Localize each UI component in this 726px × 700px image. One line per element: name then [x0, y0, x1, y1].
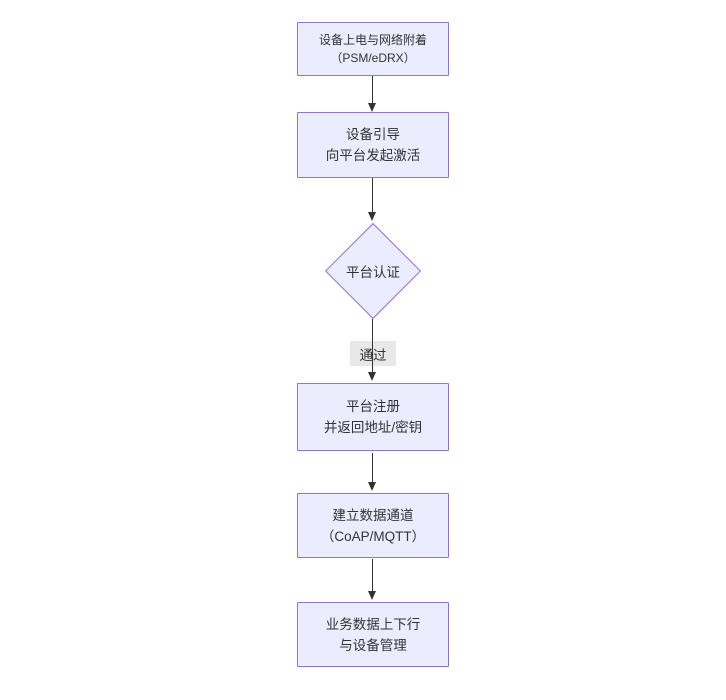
edge-label-background: [350, 341, 396, 366]
flow-arrow-line-4: [372, 453, 373, 483]
node-label-line: 建立数据通道: [332, 507, 414, 523]
node-label-line: 设备引导: [346, 127, 400, 142]
node-label-line: 平台注册: [346, 399, 400, 414]
arrowhead-down-icon: [368, 103, 376, 112]
node-device-bootstrap: 设备引导 向平台发起激活: [297, 112, 449, 178]
arrowhead-down-icon: [368, 212, 376, 221]
edge-label-pass: 通过: [359, 347, 387, 363]
arrowhead-down-icon: [368, 591, 376, 600]
node-label-line: （PSM/eDRX）: [330, 51, 416, 65]
arrowhead-down-icon: [368, 482, 376, 491]
node-business-data: 业务数据上下行 与设备管理: [297, 602, 449, 667]
node-label-line: （CoAP/MQTT）: [320, 528, 426, 544]
flow-arrow-line-3: [372, 319, 373, 373]
node-platform-auth-decision: 平台认证: [324, 222, 422, 320]
node-label-line: 向平台发起激活: [325, 148, 421, 163]
node-label-line: 业务数据上下行: [325, 616, 421, 632]
flow-arrow-line-2: [372, 178, 373, 213]
node-label-line: 并返回地址/密钥: [323, 420, 423, 435]
node-label-line: 设备上电与网络附着: [318, 33, 427, 47]
node-label-line: 与设备管理: [339, 637, 407, 653]
node-platform-register: 平台注册 并返回地址/密钥: [297, 383, 449, 451]
flow-arrow-line-1: [372, 76, 373, 104]
node-data-channel: 建立数据通道 （CoAP/MQTT）: [297, 493, 449, 558]
flow-arrow-line-5: [372, 559, 373, 592]
arrowhead-down-icon: [368, 372, 376, 381]
node-device-power-attach: 设备上电与网络附着 （PSM/eDRX）: [297, 22, 449, 76]
node-label-line: 平台认证: [346, 265, 400, 280]
